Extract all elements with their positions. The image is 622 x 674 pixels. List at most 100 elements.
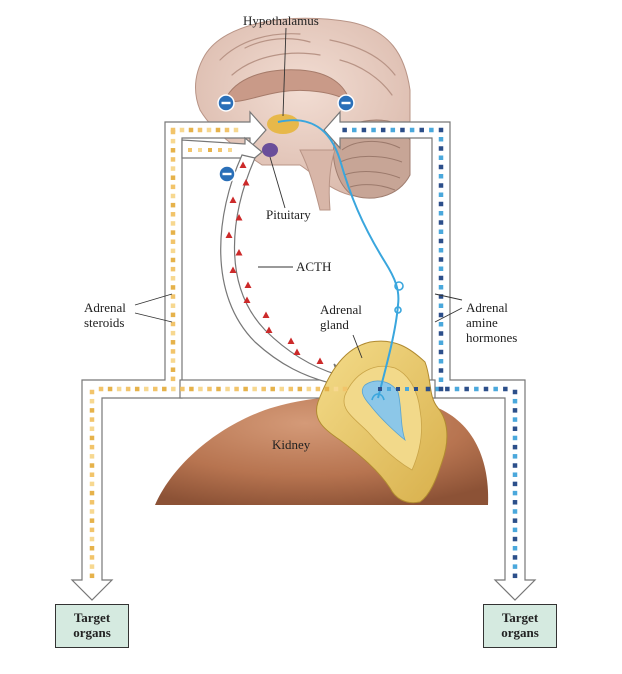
hormone-dot bbox=[438, 368, 444, 373]
hormone-dot bbox=[170, 266, 176, 272]
hormone-dot bbox=[438, 359, 444, 364]
hypothalamus-label: Hypothalamus bbox=[243, 13, 319, 28]
hormone-dot bbox=[170, 157, 176, 162]
hormone-dot bbox=[512, 518, 518, 523]
hormone-dot bbox=[233, 127, 239, 133]
hormone-dot bbox=[170, 349, 176, 354]
hormone-dot bbox=[512, 435, 518, 441]
acth-marker bbox=[244, 281, 252, 288]
hormone-dot bbox=[143, 386, 149, 392]
hormone-dot bbox=[438, 201, 444, 207]
hormone-dot bbox=[170, 340, 176, 345]
hormone-dot bbox=[512, 444, 518, 450]
hormone-dot bbox=[361, 127, 367, 133]
hormone-dot bbox=[171, 386, 176, 392]
hormone-dot bbox=[438, 174, 444, 179]
hormone-dot bbox=[512, 408, 518, 413]
hormone-dot bbox=[89, 500, 95, 505]
hormone-dot bbox=[414, 387, 418, 391]
hormone-dot bbox=[189, 386, 194, 392]
adrenal-gland bbox=[316, 340, 448, 504]
hormone-dot bbox=[438, 294, 444, 299]
amine-dots bbox=[342, 127, 518, 579]
hormone-dot bbox=[89, 490, 95, 496]
hormone-dot bbox=[288, 386, 294, 392]
hormone-dot bbox=[483, 386, 489, 392]
hormone-dot bbox=[170, 239, 176, 244]
hormone-dot bbox=[438, 238, 444, 244]
acth-marker bbox=[225, 231, 233, 238]
target-organs-left: Target organs bbox=[55, 604, 129, 648]
hormone-dot bbox=[503, 386, 508, 392]
hormone-dot bbox=[387, 387, 391, 391]
hormone-dot bbox=[438, 164, 444, 170]
hormone-dot bbox=[438, 137, 444, 142]
hormone-dot bbox=[198, 148, 202, 152]
hormone-dot bbox=[215, 127, 221, 133]
hormone-dot bbox=[224, 127, 230, 133]
hormone-dot bbox=[438, 377, 444, 382]
hormone-dot bbox=[352, 127, 357, 133]
hormone-dot bbox=[208, 148, 212, 152]
hormone-dot bbox=[170, 166, 176, 171]
minus-circle-icon bbox=[337, 94, 355, 112]
hormone-dot bbox=[371, 127, 376, 133]
hormone-dot bbox=[89, 481, 95, 487]
hormone-dot bbox=[243, 386, 248, 392]
hormone-dot bbox=[107, 386, 113, 392]
hormone-dot bbox=[438, 331, 444, 336]
hormone-dot bbox=[170, 321, 176, 327]
neuron-path bbox=[277, 119, 400, 399]
hormone-dot bbox=[170, 138, 176, 144]
hormone-dot bbox=[261, 386, 266, 392]
hormone-dot bbox=[89, 536, 95, 542]
hormone-dot bbox=[170, 257, 176, 263]
hormone-dot bbox=[89, 463, 95, 468]
acth-marker bbox=[262, 311, 270, 318]
hormone-dot bbox=[512, 573, 518, 579]
hormone-dot bbox=[419, 127, 424, 133]
adrenal-medulla bbox=[361, 380, 406, 442]
hormone-dot bbox=[234, 386, 239, 392]
hormone-dot bbox=[438, 183, 444, 188]
hormone-dot bbox=[438, 248, 444, 253]
kidney-label: Kidney bbox=[272, 437, 311, 452]
hormone-dot bbox=[438, 155, 444, 160]
hormone-dot bbox=[438, 275, 444, 281]
hormone-dot bbox=[464, 386, 469, 392]
hormone-dot bbox=[512, 454, 518, 459]
hormone-dot bbox=[342, 386, 348, 392]
hormone-dot bbox=[512, 389, 518, 395]
hormone-dot bbox=[228, 148, 232, 152]
hormone-dot bbox=[170, 294, 176, 299]
minus-circle-icon bbox=[217, 94, 235, 112]
hormone-dot bbox=[207, 386, 212, 392]
hormone-dot bbox=[512, 463, 518, 468]
hormone-dot bbox=[438, 211, 444, 216]
hormone-dot bbox=[170, 148, 176, 153]
hormone-dot bbox=[438, 220, 444, 225]
hormone-dot bbox=[438, 349, 444, 355]
hormone-dot bbox=[89, 509, 95, 514]
adrenal-amine-hormones-label: Adrenal amine hormones bbox=[466, 300, 518, 345]
hormone-dot bbox=[197, 127, 203, 133]
hormone-dot bbox=[89, 518, 95, 523]
hormone-dot bbox=[89, 573, 95, 579]
hormone-dot bbox=[170, 212, 176, 217]
hormone-dot bbox=[89, 545, 95, 551]
hormone-dot bbox=[279, 386, 284, 392]
hormone-dot bbox=[89, 527, 95, 533]
hormone-dot bbox=[89, 417, 95, 422]
hormone-dot bbox=[89, 555, 95, 560]
hormone-dot bbox=[89, 398, 95, 404]
hormone-dot bbox=[438, 229, 444, 234]
hormone-dot bbox=[333, 386, 339, 392]
brain-illustration bbox=[194, 17, 411, 211]
acth-marker bbox=[235, 249, 243, 256]
cerebellum bbox=[333, 119, 411, 199]
acth-marker bbox=[293, 348, 301, 355]
hormone-dot bbox=[512, 426, 518, 432]
acth-marker bbox=[265, 326, 273, 333]
hormone-dot bbox=[512, 545, 518, 551]
